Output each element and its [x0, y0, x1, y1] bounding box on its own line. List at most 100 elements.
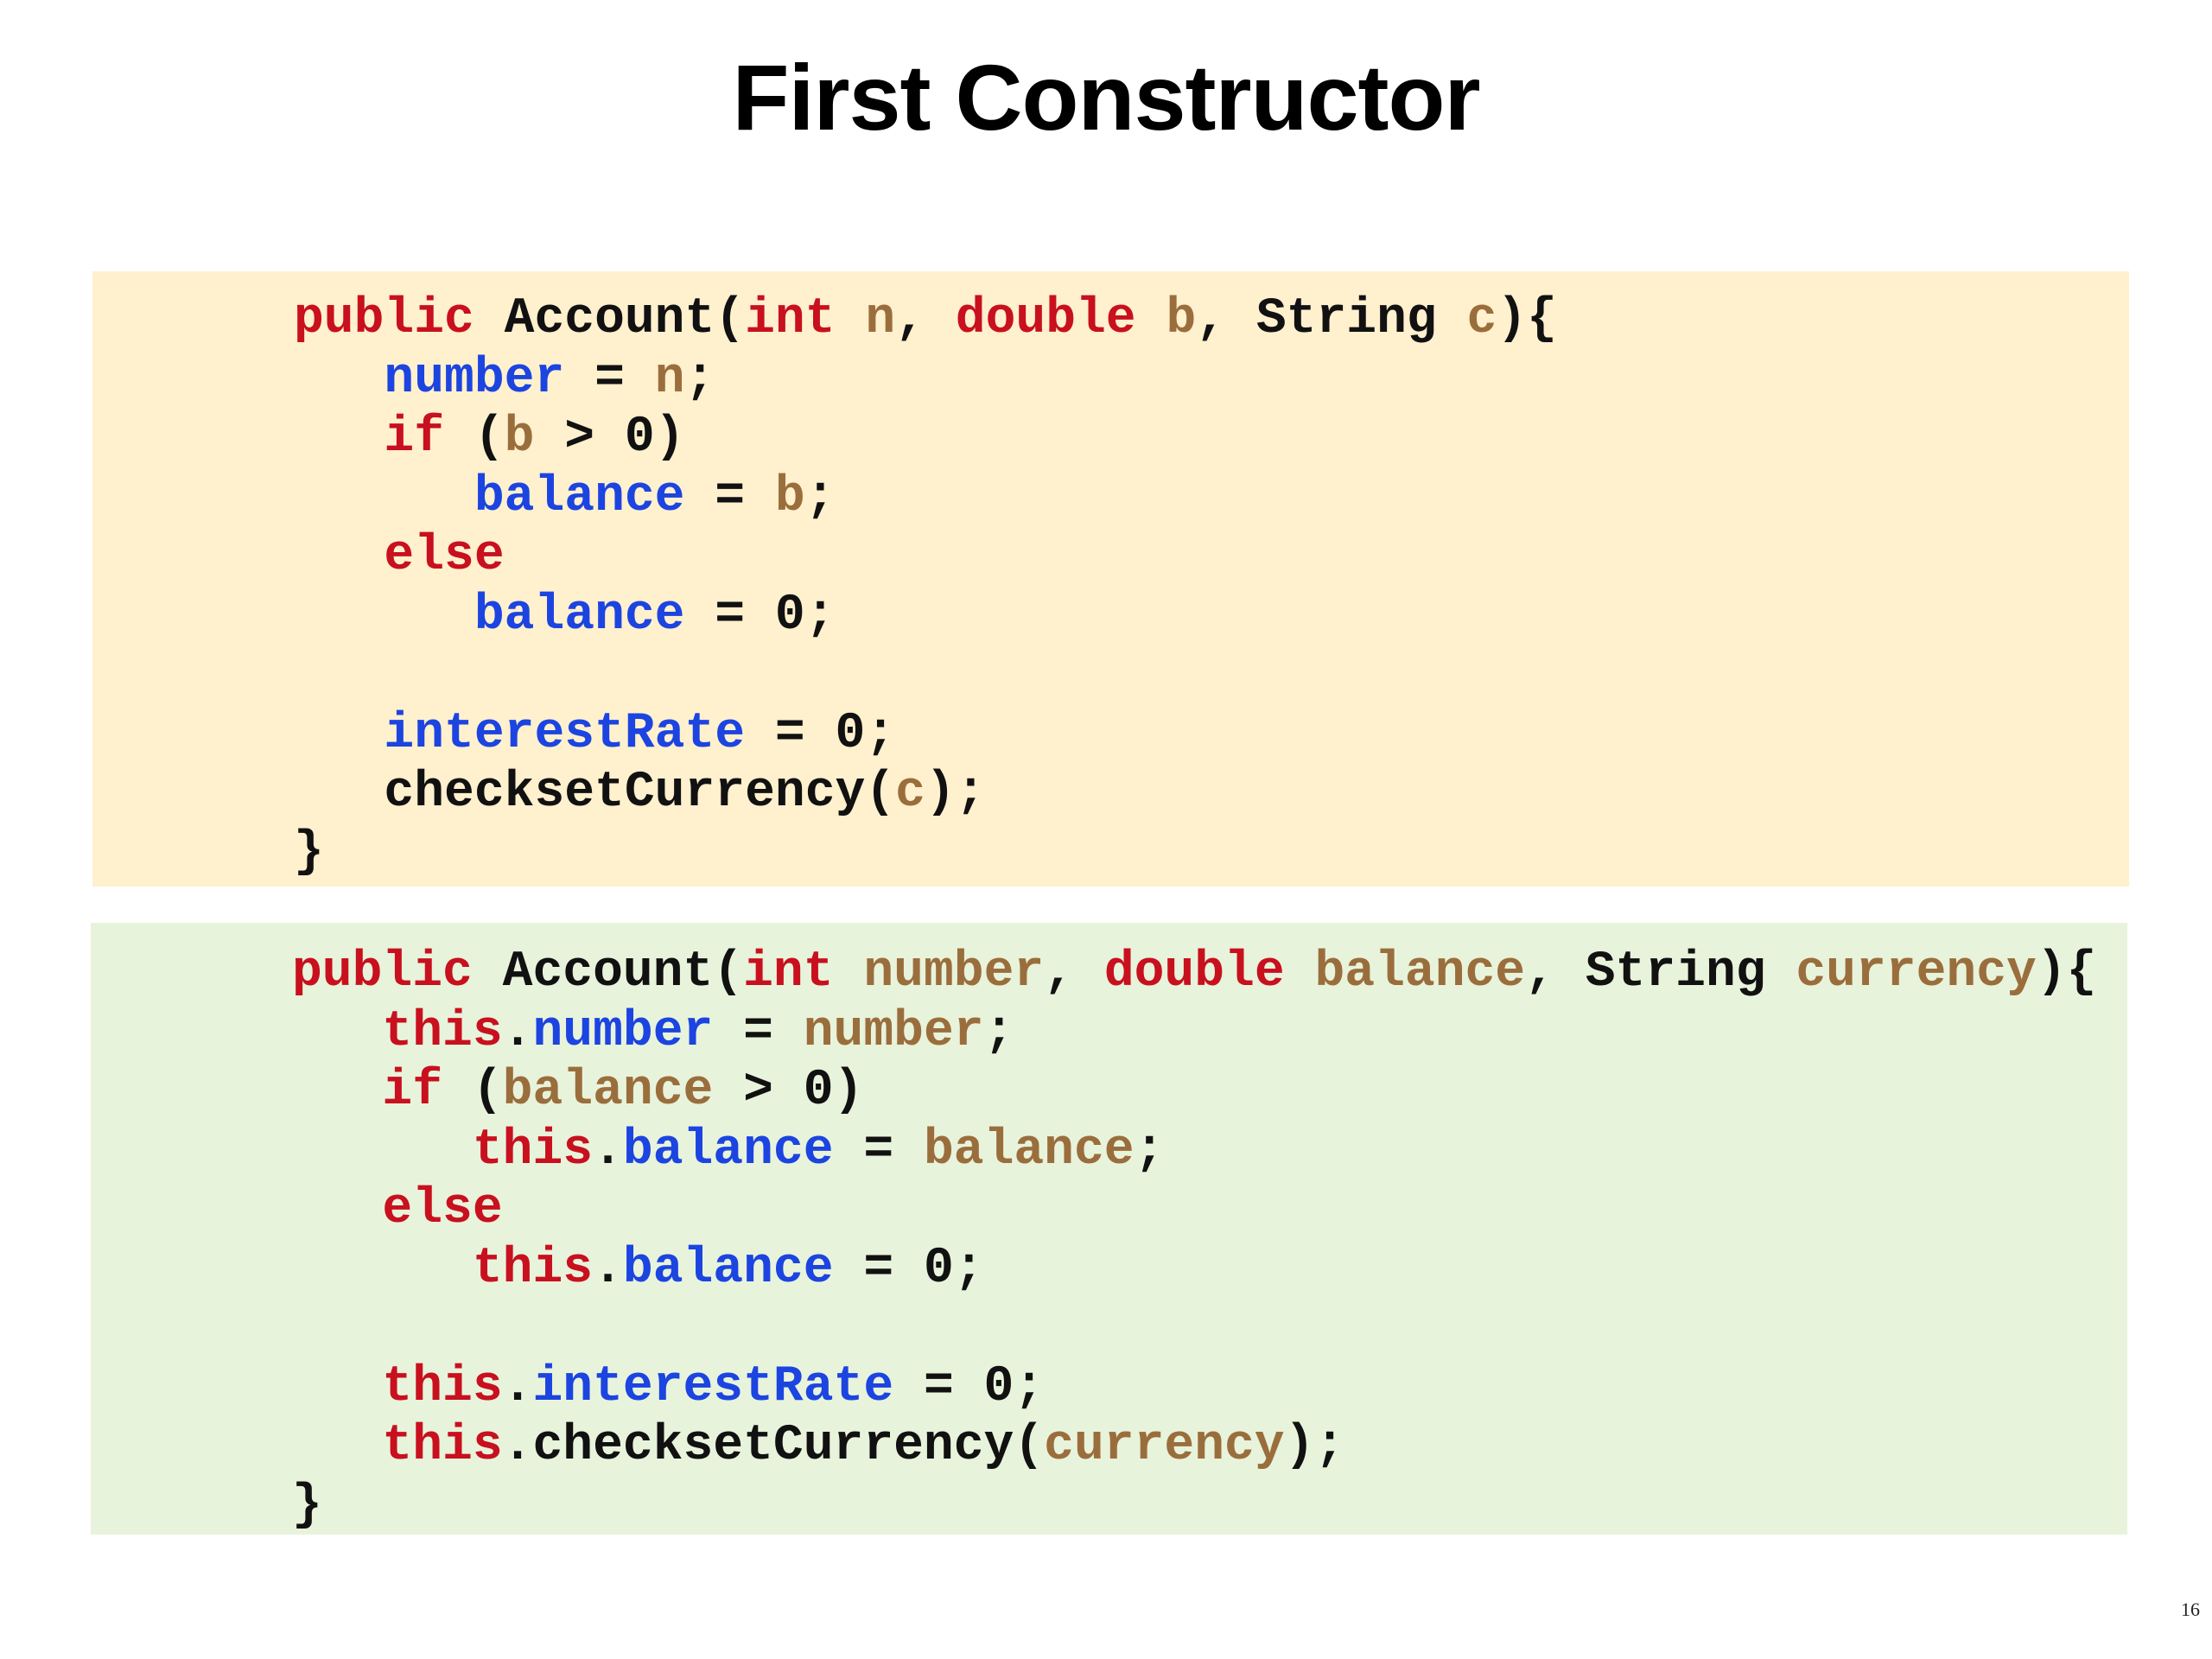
- code-keyword: if: [382, 1063, 443, 1119]
- code-line: else: [294, 527, 2129, 587]
- code-line: public Account(int number, double balanc…: [292, 944, 2127, 1003]
- code-text: [834, 944, 864, 1001]
- code-text: [292, 1241, 473, 1297]
- code-text: ){: [1497, 291, 1557, 347]
- code-text: [836, 291, 866, 347]
- code-text: , String: [1525, 944, 1796, 1001]
- code-keyword: public: [292, 944, 473, 1001]
- code-parameter: balance: [1314, 944, 1526, 1001]
- code-text: [292, 1063, 382, 1119]
- code-block-this-keyword: public Account(int number, double balanc…: [91, 923, 2127, 1535]
- code-keyword: this: [382, 1358, 503, 1415]
- code-parameter: balance: [923, 1122, 1135, 1179]
- code-text: = 0;: [684, 587, 836, 644]
- code-keyword: else: [382, 1181, 503, 1237]
- code-parameter: b: [504, 410, 535, 466]
- code-field: balance: [474, 468, 685, 525]
- slide-title: First Constructor: [732, 45, 1480, 149]
- code-text: }: [294, 823, 324, 880]
- code-text: [294, 410, 384, 466]
- code-line: this.balance = 0;: [292, 1240, 2127, 1300]
- code-parameter: b: [1166, 291, 1197, 347]
- code-text: > 0): [534, 410, 685, 466]
- code-keyword: else: [384, 528, 505, 584]
- code-parameter: balance: [502, 1063, 714, 1119]
- code-line: this.interestRate = 0;: [292, 1358, 2127, 1418]
- code-text: );: [1284, 1418, 1345, 1474]
- code-text: .: [593, 1240, 623, 1297]
- code-text: [294, 588, 474, 644]
- code-field: balance: [622, 1240, 834, 1297]
- code-text: ,: [895, 291, 956, 347]
- code-line: interestRate = 0;: [294, 705, 2129, 765]
- code-field: interestRate: [532, 1358, 894, 1415]
- code-text: [292, 1418, 382, 1474]
- code-text: Account(: [474, 291, 746, 347]
- code-line: }: [294, 823, 2129, 883]
- code-keyword: public: [294, 291, 474, 347]
- code-text: = 0;: [893, 1358, 1045, 1415]
- code-keyword: double: [955, 291, 1136, 347]
- code-text: =: [684, 468, 775, 525]
- code-text: [292, 1004, 382, 1060]
- code-text: ;: [1134, 1122, 1165, 1179]
- code-field: interestRate: [384, 705, 746, 762]
- code-field: balance: [474, 587, 685, 644]
- page-number: 16: [2181, 1599, 2200, 1620]
- code-line: }: [292, 1477, 2127, 1536]
- code-text: checksetCurrency(: [294, 765, 896, 821]
- code-text: .: [502, 1358, 533, 1415]
- code-line: balance = b;: [294, 468, 2129, 528]
- code-line: if (b > 0): [294, 409, 2129, 468]
- code-text: =: [833, 1122, 924, 1179]
- code-field: number: [384, 350, 565, 407]
- code-line: public Account(int n, double b, String c…: [294, 290, 2129, 350]
- code-keyword: if: [384, 410, 445, 466]
- code-text: [292, 1122, 473, 1179]
- code-line: else: [292, 1180, 2127, 1240]
- code-text: .: [502, 1003, 533, 1060]
- code-text: , String: [1196, 291, 1467, 347]
- code-text: .checksetCurrency(: [502, 1418, 1045, 1474]
- code-text: (: [444, 410, 505, 466]
- code-parameter: number: [803, 1003, 984, 1060]
- code-line: checksetCurrency(c);: [294, 764, 2129, 823]
- code-text: [294, 706, 384, 762]
- code-keyword: this: [472, 1122, 594, 1179]
- code-text: Account(: [472, 944, 744, 1001]
- code-parameter: b: [774, 468, 805, 525]
- code-block-short-params: public Account(int n, double b, String c…: [92, 271, 2129, 887]
- code-keyword: this: [472, 1240, 594, 1297]
- code-parameter: c: [895, 765, 925, 821]
- code-text: ;: [983, 1003, 1014, 1060]
- code-line: this.balance = balance;: [292, 1122, 2127, 1181]
- code-line: number = n;: [294, 350, 2129, 410]
- code-text: = 0;: [833, 1240, 984, 1297]
- code-text: [294, 351, 384, 407]
- code-text: [294, 469, 474, 525]
- code-line: [292, 1299, 2127, 1358]
- code-text: [1285, 944, 1315, 1001]
- code-line: [294, 645, 2129, 705]
- code-line: this.number = number;: [292, 1003, 2127, 1063]
- code-text: [1136, 291, 1166, 347]
- code-text: );: [925, 765, 986, 821]
- code-field: number: [532, 1003, 714, 1060]
- code-text: [292, 1359, 382, 1415]
- code-keyword: this: [382, 1418, 503, 1474]
- code-line: if (balance > 0): [292, 1062, 2127, 1122]
- code-text: [292, 1181, 382, 1237]
- code-parameter: number: [863, 944, 1045, 1001]
- code-text: ){: [2036, 944, 2097, 1001]
- code-parameter: n: [654, 350, 685, 407]
- code-text: (: [442, 1063, 503, 1119]
- code-parameter: currency: [1044, 1418, 1285, 1474]
- code-text: =: [713, 1003, 804, 1060]
- code-keyword: int: [743, 944, 834, 1001]
- code-keyword: this: [382, 1003, 503, 1060]
- code-text: > 0): [713, 1063, 864, 1119]
- code-text: .: [593, 1122, 623, 1179]
- code-keyword: int: [745, 291, 836, 347]
- code-text: =: [564, 350, 655, 407]
- code-text: ;: [684, 350, 715, 407]
